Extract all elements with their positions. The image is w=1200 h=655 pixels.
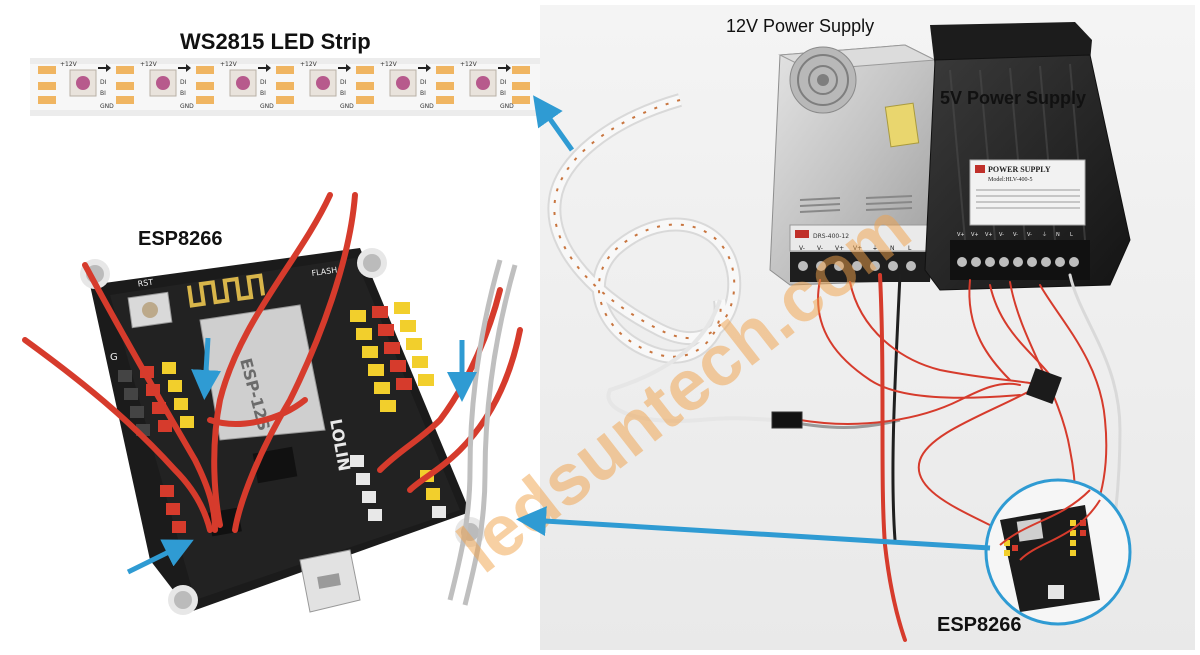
psu5-brand: POWER SUPPLY — [988, 165, 1051, 174]
strip-silkscreen: +12V DI BI GND +12V DI BI GND +12V DI BI… — [60, 61, 514, 110]
svg-text:⏚: ⏚ — [1042, 231, 1047, 238]
rst-silk: RST — [137, 278, 154, 289]
svg-text:+12V: +12V — [300, 61, 318, 68]
esp8266-large-board: ESP-12S RST LOLIN FLASH G — [80, 248, 485, 615]
svg-text:V-: V- — [1027, 232, 1032, 238]
power-supply-5v: POWER SUPPLY Model:HLV-400-5 V+ V+ V+ V-… — [924, 22, 1131, 291]
board-callout-arrow — [516, 506, 991, 551]
psu-12v-label: 12V Power Supply — [726, 16, 875, 36]
svg-text:V+: V+ — [985, 232, 993, 238]
jst-connector — [771, 411, 803, 429]
svg-text:BI: BI — [180, 90, 186, 97]
power-supply-12v: DRS-400-12 V- V- V+ V+ ⏚ N L — [769, 44, 937, 286]
svg-text:V-: V- — [999, 232, 1004, 238]
esp8266-closeup-label: ESP8266 — [138, 228, 223, 250]
svg-text:L: L — [1070, 232, 1073, 238]
yellow-pin-header — [350, 302, 434, 412]
psu5-label-sticker — [969, 159, 1086, 226]
svg-text:V-: V- — [1013, 232, 1018, 238]
bottom-pin-header — [160, 455, 446, 533]
strip-direction-arrows — [98, 64, 511, 72]
svg-text:N: N — [1056, 232, 1060, 238]
svg-text:GND: GND — [420, 103, 434, 110]
svg-text:V+: V+ — [835, 245, 844, 252]
svg-text:N: N — [890, 245, 895, 252]
led-strip-banner: +12V DI BI GND +12V DI BI GND +12V DI BI… — [30, 58, 540, 116]
svg-text:+12V: +12V — [460, 61, 478, 68]
svg-text:GND: GND — [500, 103, 514, 110]
svg-text:L: L — [908, 245, 912, 252]
strip-plus-label: +12V — [60, 61, 78, 68]
svg-text:V-: V- — [799, 245, 805, 252]
svg-text:DI: DI — [420, 79, 427, 86]
svg-text:BI: BI — [340, 90, 346, 97]
psu12-vents — [799, 195, 913, 213]
svg-text:BI: BI — [500, 90, 506, 97]
led-strip-title: WS2815 LED Strip — [180, 29, 371, 54]
svg-text:+12V: +12V — [220, 61, 238, 68]
highlight-circle — [984, 478, 1132, 626]
svg-text:DI: DI — [500, 79, 507, 86]
svg-text:BI: BI — [260, 90, 266, 97]
esp8266-small-board — [986, 480, 1130, 624]
svg-text:V-: V- — [817, 245, 823, 252]
strip-gnd-label: GND — [100, 103, 114, 110]
gnd-silk: G — [110, 352, 118, 363]
pin-arrow-bottom — [126, 539, 194, 575]
strip-di-label: DI — [100, 79, 107, 86]
svg-text:+12V: +12V — [380, 61, 398, 68]
svg-text:⏚: ⏚ — [872, 245, 878, 252]
svg-text:DI: DI — [340, 79, 347, 86]
svg-text:+12V: +12V — [140, 61, 158, 68]
left-closeup-silver-wire — [447, 259, 518, 606]
left-closeup-wires — [22, 192, 523, 533]
svg-text:DI: DI — [180, 79, 187, 86]
svg-text:V+: V+ — [971, 232, 979, 238]
psu5-model: Model:HLV-400-5 — [988, 177, 1033, 183]
svg-text:GND: GND — [260, 103, 274, 110]
flash-silk: FLASH — [311, 265, 338, 278]
strip-callout-arrow — [533, 95, 575, 152]
small-module — [1026, 368, 1062, 404]
pin-arrow-top — [191, 337, 222, 400]
strip-leds — [69, 69, 497, 97]
strip-pads — [38, 66, 530, 104]
callout-arrows — [126, 95, 991, 575]
svg-text:V+: V+ — [957, 232, 965, 238]
strip-bi-label: BI — [100, 90, 106, 97]
psu-5v-label: 5V Power Supply — [940, 88, 1087, 108]
svg-text:GND: GND — [180, 103, 194, 110]
svg-text:DI: DI — [260, 79, 267, 86]
svg-text:GND: GND — [340, 103, 354, 110]
svg-text:BI: BI — [420, 90, 426, 97]
coiled-led-strip — [547, 93, 901, 429]
psu12-model: DRS-400-12 — [813, 233, 849, 240]
esp8266-board-label: ESP8266 — [937, 614, 1022, 636]
svg-text:V+: V+ — [853, 245, 862, 252]
